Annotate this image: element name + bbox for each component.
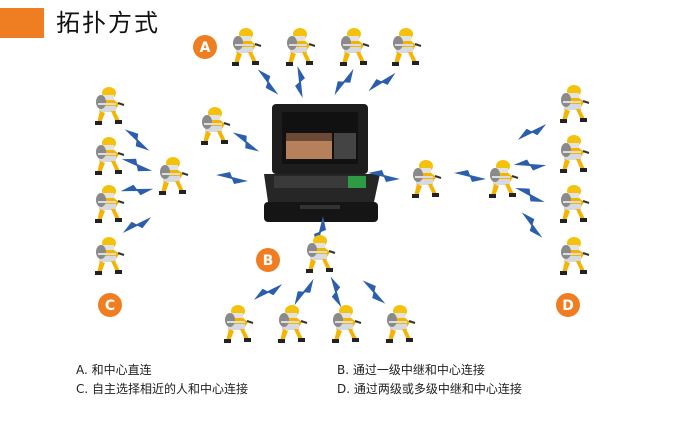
firefighter-icon bbox=[286, 28, 315, 66]
group-c-firefighters bbox=[95, 87, 188, 275]
svg-text:D: D bbox=[562, 298, 574, 314]
lightning-bolt-icon bbox=[516, 117, 548, 147]
lightning-bolt-icon bbox=[120, 180, 154, 200]
badge-b: B bbox=[256, 248, 280, 272]
firefighter-icon bbox=[232, 28, 261, 66]
firefighter-icon bbox=[560, 85, 589, 123]
laptop-command-center-icon bbox=[264, 104, 380, 222]
firefighter-icon bbox=[412, 160, 441, 198]
lightning-bolt-icon bbox=[366, 66, 397, 97]
firefighter-icon bbox=[306, 235, 335, 273]
group-d-firefighters bbox=[412, 85, 589, 275]
firefighter-icon bbox=[489, 160, 518, 198]
lightning-bolt-icon bbox=[332, 65, 356, 99]
firefighter-icon bbox=[95, 87, 124, 125]
firefighter-icon bbox=[201, 107, 230, 145]
firefighter-icon bbox=[95, 185, 124, 223]
firefighter-icon bbox=[224, 305, 253, 343]
badge-d: D bbox=[556, 293, 580, 317]
firefighter-icon bbox=[340, 28, 369, 66]
lightning-bolt-icon bbox=[216, 172, 248, 184]
firefighter-icon bbox=[560, 135, 589, 173]
lightning-bolt-icon bbox=[229, 130, 263, 154]
legend-b: B. 通过一级中继和中心连接 bbox=[337, 362, 485, 378]
badge-c: C bbox=[98, 293, 122, 317]
svg-text:B: B bbox=[263, 253, 274, 269]
group-b-firefighters bbox=[224, 235, 415, 343]
firefighter-icon bbox=[278, 305, 307, 343]
firefighter-icon bbox=[392, 28, 421, 66]
firefighter-icon bbox=[332, 305, 361, 343]
firefighter-icon bbox=[159, 157, 188, 195]
lightning-bolt-icon bbox=[516, 210, 548, 240]
firefighter-icon bbox=[560, 185, 589, 223]
legend-a: A. 和中心直连 bbox=[76, 362, 152, 378]
firefighter-icon bbox=[386, 305, 415, 343]
lightning-bolt-icon bbox=[323, 275, 349, 309]
badge-a: A bbox=[193, 35, 217, 59]
legend-d: D. 通过两级或多级中继和中心连接 bbox=[337, 381, 522, 397]
lightning-bolt-icon bbox=[120, 156, 154, 173]
lightning-bolt-icon bbox=[252, 277, 284, 307]
lightning-bolt-icon bbox=[513, 185, 547, 205]
lightning-bolt-icon bbox=[121, 210, 153, 240]
lightning-bolt-icon bbox=[357, 278, 390, 306]
lightning-bolt-icon bbox=[454, 170, 486, 182]
svg-text:A: A bbox=[200, 40, 211, 56]
lightning-bolt-icon bbox=[292, 275, 316, 309]
firefighter-icon bbox=[560, 237, 589, 275]
lightning-bolt-icon bbox=[252, 67, 284, 97]
legend-c: C. 自主选择相近的人和中心连接 bbox=[76, 381, 248, 397]
lightning-bolt-icon bbox=[513, 156, 547, 173]
svg-text:C: C bbox=[105, 298, 115, 314]
lightning-bolt-icon bbox=[289, 65, 311, 99]
firefighter-icon bbox=[95, 137, 124, 175]
firefighter-icon bbox=[95, 237, 124, 275]
lightning-bolt-icon bbox=[120, 127, 154, 153]
